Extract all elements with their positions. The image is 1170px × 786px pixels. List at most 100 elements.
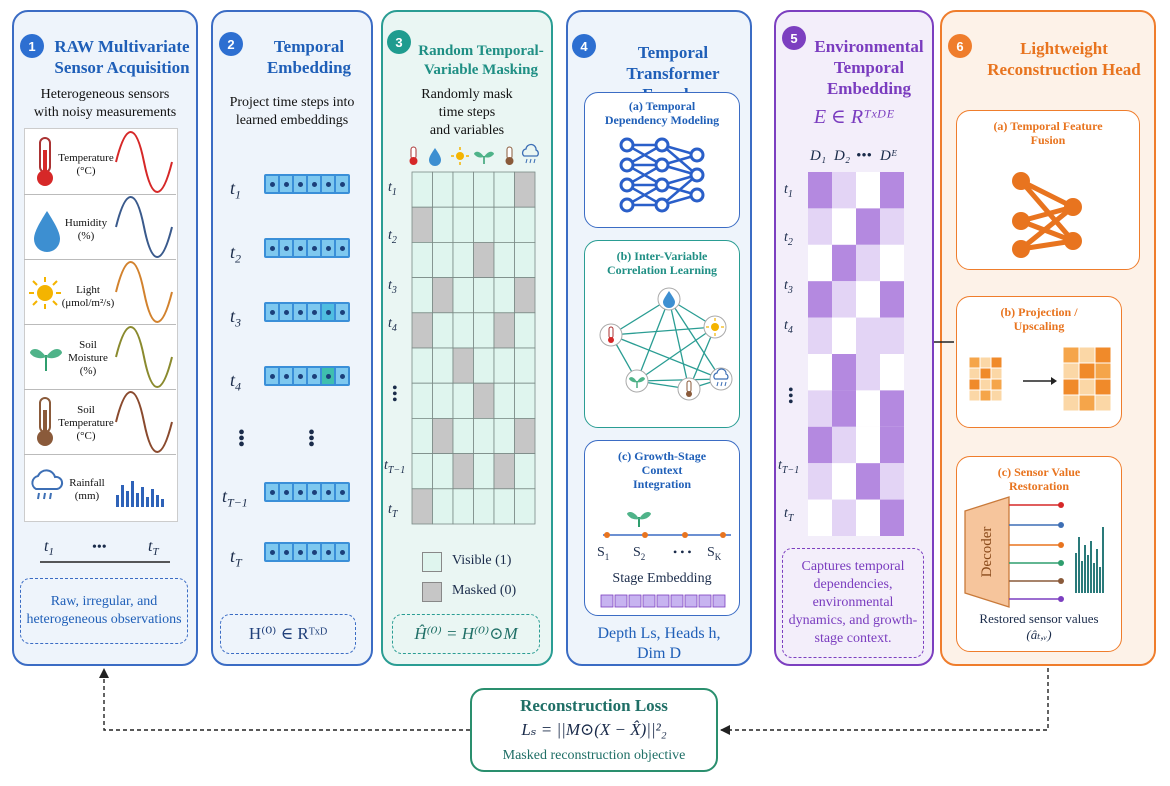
step-badge-5: 5 <box>782 26 806 50</box>
mask-grid <box>411 171 536 525</box>
sensor-list <box>24 128 178 522</box>
mask-row-label: t1 <box>388 180 397 198</box>
visible-cell <box>452 488 474 525</box>
embedding-cell <box>808 426 832 464</box>
embedding-cell <box>856 499 880 536</box>
embedding-cell <box>880 281 904 318</box>
legend-masked-swatch <box>422 582 442 602</box>
masked-cell <box>432 417 454 454</box>
step-badge-4: 4 <box>572 34 596 58</box>
light-wave <box>115 261 173 323</box>
embedding-row-label: t3 <box>784 278 793 296</box>
visible-cell <box>452 417 474 454</box>
ellipsis-vertical: ••• <box>392 380 398 409</box>
visible-cell <box>493 277 515 314</box>
mask-row-label: t3 <box>388 278 397 296</box>
stage-embedding-bar <box>600 594 726 608</box>
embedding-cell <box>856 244 880 282</box>
sensor-temperature: Temperature(°C) <box>24 130 176 195</box>
visible-cell <box>452 171 474 208</box>
visible-cell <box>432 488 454 525</box>
stage-timeline <box>603 511 731 538</box>
visible-cell <box>452 382 474 419</box>
embedding-cell <box>832 354 856 391</box>
step-badge-3: 3 <box>387 30 411 54</box>
visible-cell <box>473 347 495 384</box>
sensor-soil-temperature: Soil Temperature(°C) <box>24 390 176 455</box>
reconstruction-loss-box: Reconstruction Loss Lₛ = ||M⊙(X − X̂)||²… <box>470 688 718 772</box>
sensor-rainfall: Rainfall(mm) <box>24 455 176 519</box>
embedding-cell <box>808 244 832 282</box>
visible-cell <box>432 171 454 208</box>
visible-cell <box>514 453 536 490</box>
embedding-vector <box>264 482 350 502</box>
masked-cell <box>514 277 536 314</box>
p3-footer-formula: Ĥ⁽⁰⁾ = H⁽⁰⁾⊙M <box>392 614 540 654</box>
masked-cell <box>452 347 474 384</box>
encoder-config: Depth Ls, Heads h,Dim D <box>597 625 721 662</box>
masked-cell <box>411 206 433 243</box>
embedding-cell <box>808 463 832 500</box>
sprout-icon <box>627 511 651 527</box>
stage-embedding-label: Stage Embedding <box>612 571 712 586</box>
embedding-vector <box>264 542 350 562</box>
embedding-cell <box>856 208 880 245</box>
mask-legend: Visible (1) Masked (0) <box>422 552 542 602</box>
correlation-graph <box>599 287 733 401</box>
soil-temperature-wave <box>115 391 173 453</box>
embedding-cell <box>880 354 904 391</box>
embedding-cell <box>808 354 832 391</box>
embedding-cell <box>832 463 856 500</box>
visible-cell <box>411 347 433 384</box>
thermometer-icon <box>409 146 418 165</box>
visible-cell <box>473 312 495 349</box>
embedding-formula: E ∈ Rᵀˣᴰᴱ <box>813 106 895 128</box>
sun-icon <box>451 147 469 165</box>
connector-line <box>934 341 954 343</box>
time-step-label: t4 <box>230 370 242 394</box>
embedding-cell <box>856 354 880 391</box>
sensor-light: Light(μmol/m²/s) <box>24 260 176 325</box>
embedding-cell <box>880 317 904 354</box>
sun-icon <box>29 277 61 309</box>
masked-cell <box>473 242 495 279</box>
visible-cell <box>473 277 495 314</box>
embedding-cell <box>880 244 904 282</box>
visible-cell <box>473 417 495 454</box>
embedding-cell <box>880 390 904 427</box>
rain-cloud-icon <box>521 143 539 164</box>
embedding-cell <box>832 390 856 427</box>
embedding-cell <box>880 172 904 209</box>
embedding-cell <box>832 244 856 282</box>
masked-cell <box>493 453 515 490</box>
visible-cell <box>493 488 515 525</box>
visible-cell <box>493 382 515 419</box>
embedding-vector <box>264 366 350 386</box>
sub-projection: (b) Projection /Upscaling <box>956 296 1122 428</box>
embedding-vector <box>264 302 350 322</box>
masked-cell <box>473 382 495 419</box>
variable-icons-row <box>409 143 539 166</box>
mask-row-label: t2 <box>388 228 397 246</box>
visible-cell <box>452 312 474 349</box>
restored-values-caption: Restored sensor values(âₜ,ᵥ) <box>979 611 1099 642</box>
embedding-row-label: t4 <box>784 318 793 336</box>
visible-cell <box>493 347 515 384</box>
embedding-cell <box>832 317 856 354</box>
embedding-cell <box>808 390 832 427</box>
embedding-vector <box>264 238 350 258</box>
embedding-cell <box>808 317 832 354</box>
visible-cell <box>432 312 454 349</box>
embedding-vector <box>264 174 350 194</box>
visible-cell <box>432 453 454 490</box>
embedding-column-label: ••• <box>856 148 872 164</box>
panel-title: Random Temporal-Variable Masking <box>418 43 544 78</box>
time-step-label: t1 <box>230 178 242 202</box>
embedding-cell <box>808 281 832 318</box>
soil-moisture-wave <box>115 326 173 388</box>
embedding-cell <box>880 208 904 245</box>
visible-cell <box>514 488 536 525</box>
